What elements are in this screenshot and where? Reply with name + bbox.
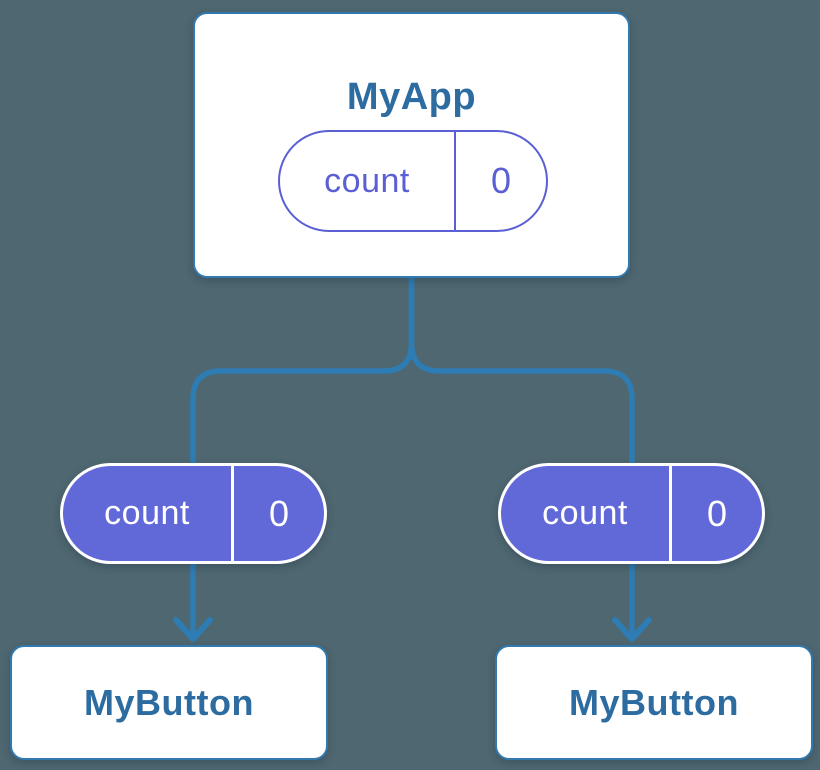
mybutton-node-left-title: MyButton: [84, 681, 254, 723]
state-pill-divider: [454, 132, 456, 230]
mybutton-node-left: MyButton: [10, 645, 328, 760]
arrowhead-left-icon: [173, 617, 213, 642]
connector-left-path: [190, 275, 415, 635]
prop-pill-left-name: count: [104, 494, 190, 532]
prop-pill-right-name: count: [542, 494, 628, 532]
state-pill-value: 0: [490, 160, 512, 201]
prop-pill-left-divider: [231, 466, 234, 561]
prop-pill-right-divider: [669, 466, 672, 561]
mybutton-node-right: MyButton: [495, 645, 813, 760]
prop-pill-right: count 0: [498, 463, 765, 564]
connector-right-path: [408, 275, 635, 635]
myapp-node-title: MyApp: [346, 76, 477, 118]
arrowhead-right-icon: [612, 617, 652, 642]
mybutton-node-right-title: MyButton: [569, 681, 739, 723]
state-pill-name: count: [324, 161, 410, 200]
prop-pill-left: count 0: [60, 463, 327, 564]
prop-pill-left-value: 0: [268, 492, 290, 534]
state-pill: count 0: [278, 130, 548, 232]
prop-pill-right-value: 0: [706, 492, 728, 534]
myapp-node: MyApp count 0: [193, 12, 630, 278]
